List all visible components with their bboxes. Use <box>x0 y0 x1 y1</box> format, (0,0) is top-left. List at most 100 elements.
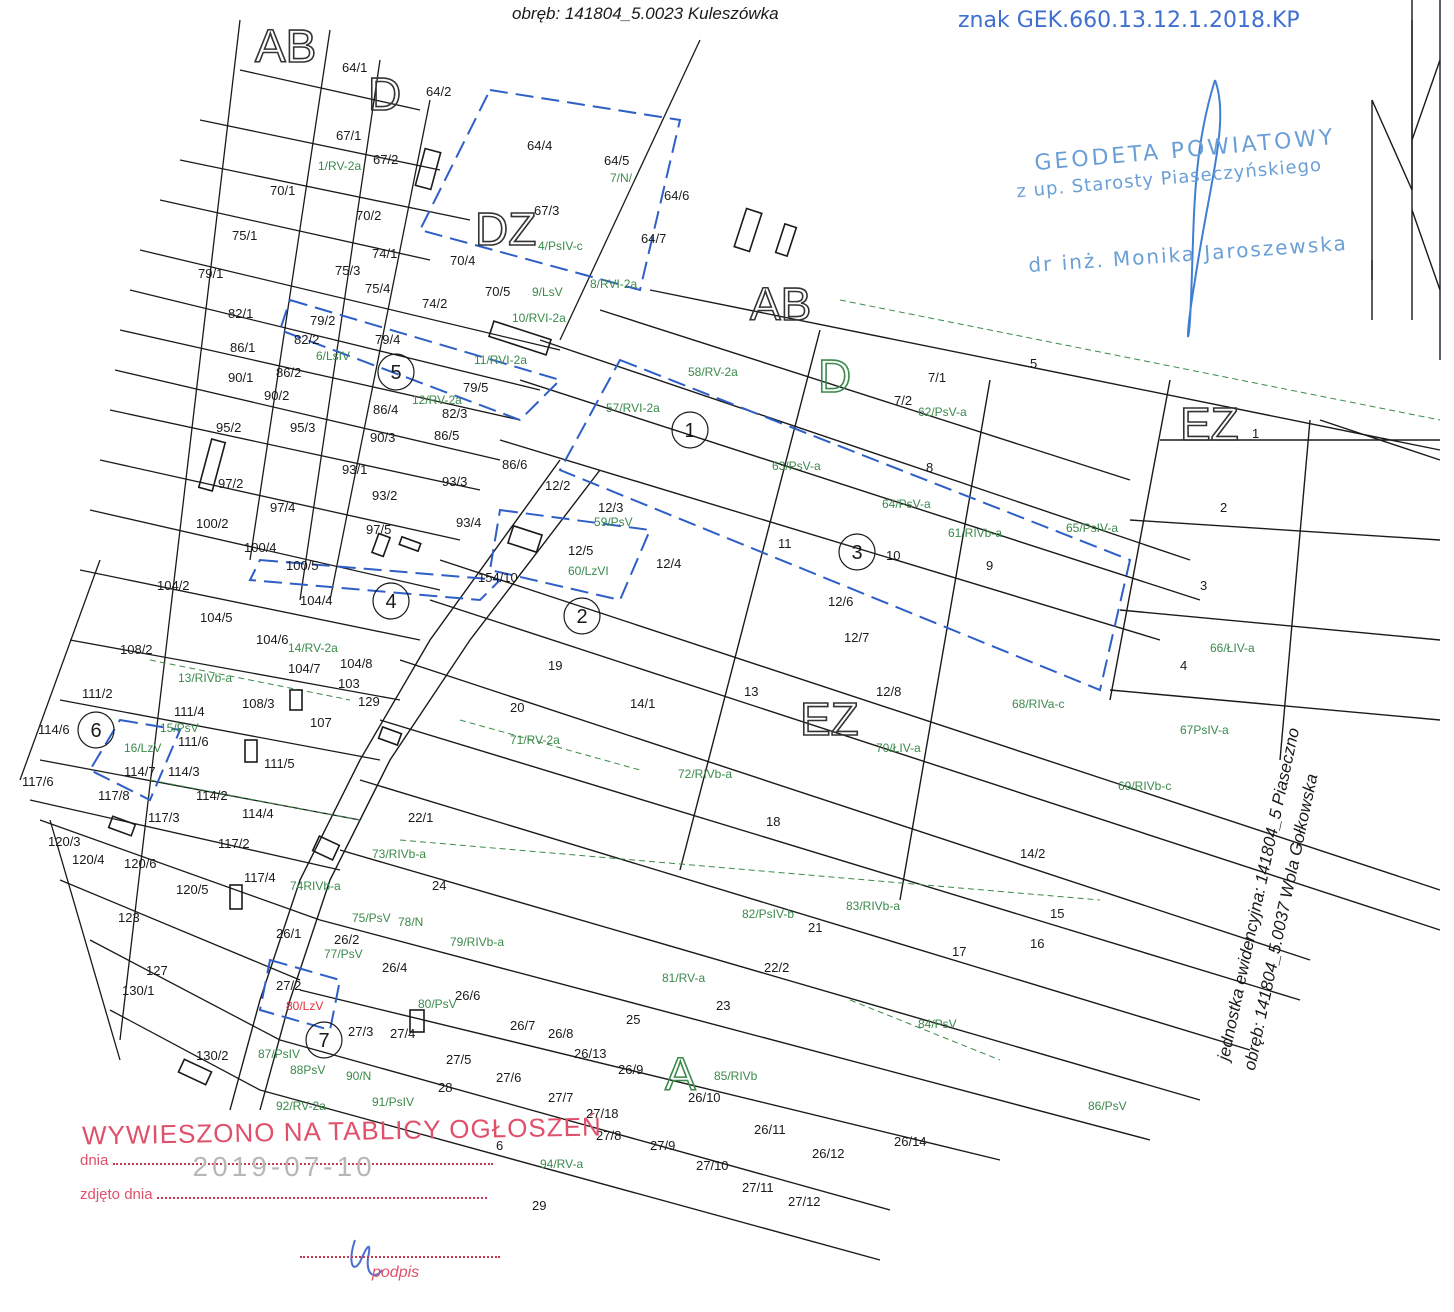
parcel-label: 26/13 <box>574 1046 607 1061</box>
parcel-label: 12/3 <box>598 500 623 515</box>
soil-label: 88PsV <box>290 1063 325 1077</box>
parcel-label: 19 <box>548 658 562 673</box>
soil-label: 83/RIVb-a <box>846 899 900 913</box>
parcel-label: 117/8 <box>98 788 130 803</box>
parcel-label: 26/11 <box>754 1122 786 1137</box>
soil-label: 70/ŁIV-a <box>876 741 921 755</box>
parcel-label: 21 <box>808 920 822 935</box>
parcel-label: 27/8 <box>596 1128 621 1143</box>
parcel-label: 26/14 <box>894 1134 927 1149</box>
soil-boundaries <box>149 299 1441 1061</box>
parcel-label: 114/3 <box>168 764 200 779</box>
parcel-label: 95/2 <box>216 420 241 435</box>
parcel-label: 93/3 <box>442 474 467 489</box>
notice-podpis-label: podpis <box>372 1264 420 1281</box>
soil-label: 60/LzVI <box>568 564 609 578</box>
parcel-label: 117/3 <box>148 810 180 825</box>
soil-label: 71/RV-2a <box>510 733 560 747</box>
notice-dnia-dots: 2019-07-10 <box>112 1151 493 1182</box>
parcel-label: 26/1 <box>276 926 301 941</box>
parcel-label: 13 <box>744 684 758 699</box>
soil-label: 65/PsIV-a <box>1066 521 1118 535</box>
parcel-label: 27/4 <box>390 1026 415 1041</box>
soil-class-labels: 1/RV-2a 4/PsIV-c 7/N/ 8/RVI-2a 9/LsV 10/… <box>124 159 1255 1171</box>
marker-number: 6 <box>90 720 101 742</box>
soil-label: 13/RIVb-a <box>178 671 232 685</box>
marker-number: 2 <box>576 606 587 628</box>
parcel-label: 111/2 <box>82 686 113 701</box>
zone-d-north: D <box>368 68 401 120</box>
soil-label: 78/N <box>398 915 423 929</box>
soil-label: 7/N/ <box>610 171 633 185</box>
parcel-label: 12/4 <box>656 556 681 571</box>
parcel-label: 82/3 <box>442 406 467 421</box>
parcel-label: 93/2 <box>372 488 397 503</box>
parcel-label: 6 <box>496 1138 503 1153</box>
parcel-label: 64/1 <box>342 60 367 75</box>
parcel-label: 111/6 <box>178 734 209 749</box>
soil-label: 81/RV-a <box>662 971 705 985</box>
parcel-label: 20 <box>510 700 524 715</box>
parcel-label: 79/5 <box>463 380 488 395</box>
parcel-label: 82/2 <box>294 332 319 347</box>
soil-label: 80/PsV <box>418 997 457 1011</box>
parcel-label: 100/2 <box>196 516 229 531</box>
parcel-label: 93/1 <box>342 462 367 477</box>
soil-label: 73/RIVb-a <box>372 847 426 861</box>
marker-number: 3 <box>851 542 862 564</box>
soil-label: 58/RV-2a <box>688 365 738 379</box>
parcel-label: 108/3 <box>242 696 275 711</box>
podpis-signature-icon <box>350 1239 383 1277</box>
case-number: znak GEK.660.13.12.1.2018.KP <box>958 8 1300 33</box>
parcel-label: 74/2 <box>422 296 447 311</box>
parcel-label: 64/5 <box>604 153 629 168</box>
soil-label: 92/RV-2a <box>276 1099 326 1113</box>
parcel-label: 27/9 <box>650 1138 675 1153</box>
soil-label: 85/RIVb <box>714 1069 758 1083</box>
soil-label: 10/RVI-2a <box>512 311 566 325</box>
parcel-label: 90/2 <box>264 388 289 403</box>
parcel-label: 79/1 <box>198 266 223 281</box>
parcel-label: 7/2 <box>894 393 912 408</box>
parcel-label: 117/2 <box>218 836 250 851</box>
parcel-label: 7/1 <box>928 370 946 385</box>
parcel-label: 70/2 <box>356 208 381 223</box>
parcel-label: 12/2 <box>545 478 570 493</box>
parcel-label: 22/2 <box>764 960 789 975</box>
parcel-label: 16 <box>1030 936 1044 951</box>
parcel-label: 154/10 <box>478 570 518 585</box>
parcel-label: 64/7 <box>641 231 666 246</box>
buildings <box>107 147 798 1086</box>
soil-label: 14/RV-2a <box>288 641 338 655</box>
parcel-label: 75/4 <box>365 281 390 296</box>
parcel-label: 120/5 <box>176 882 209 897</box>
soil-label: 11/RVI-2a <box>474 353 527 367</box>
parcel-label: 70/5 <box>485 284 510 299</box>
soil-label: 79/RIVb-a <box>450 935 504 949</box>
plan-boundaries <box>88 88 1132 1032</box>
parcel-label: 120/3 <box>48 834 81 849</box>
parcel-label: 111/5 <box>264 756 295 771</box>
parcel-label: 130/1 <box>122 983 155 998</box>
parcel-label: 4 <box>1180 658 1187 673</box>
parcel-label: 75/3 <box>335 263 360 278</box>
parcel-label: 27/2 <box>276 978 301 993</box>
notice-zdjeto-label: zdjęto dnia <box>80 1186 153 1203</box>
marker-number: 5 <box>390 362 401 384</box>
soil-label: 63/PsV-a <box>772 459 821 473</box>
soil-label: 64/PsV-a <box>882 497 931 511</box>
notice-dnia-value: 2019-07-10 <box>192 1151 376 1182</box>
parcel-label: 67/2 <box>373 152 398 167</box>
parcel-label: 28 <box>438 1080 452 1095</box>
parcel-label: 104/6 <box>256 632 289 647</box>
zone-dz: DZ <box>475 203 536 255</box>
parcel-label: 27/6 <box>496 1070 521 1085</box>
parcel-label: 3 <box>1200 578 1207 593</box>
parcel-label: 12/6 <box>828 594 853 609</box>
parcel-label: 97/4 <box>270 500 295 515</box>
parcel-label: 120/6 <box>124 856 157 871</box>
parcel-label: 86/1 <box>230 340 255 355</box>
soil-label: 80/LzV <box>286 999 323 1013</box>
parcel-label: 12/5 <box>568 543 593 558</box>
parcel-label: 22/1 <box>408 810 433 825</box>
